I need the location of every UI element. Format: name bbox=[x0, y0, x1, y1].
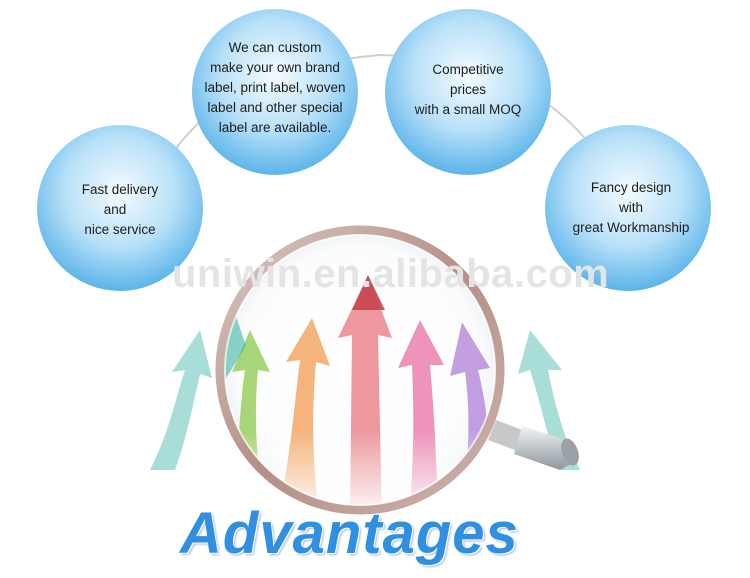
magnifier-handle bbox=[488, 420, 579, 470]
arrow-tip bbox=[352, 275, 385, 310]
bubble-line: and bbox=[103, 202, 127, 217]
watermark: uniwin.en.alibaba.com bbox=[172, 252, 610, 296]
bubble-line: We can custom bbox=[228, 40, 322, 55]
bubble-line: Competitive bbox=[432, 62, 504, 77]
bubble-line: Fancy design bbox=[590, 180, 672, 195]
bubble-line: prices bbox=[449, 82, 486, 97]
bubble-line: label, print label, woven bbox=[204, 80, 346, 95]
bubble-design-text: Fancy design with great Workmanship bbox=[563, 178, 699, 238]
bubble-line: make your own brand bbox=[210, 60, 340, 75]
page-title: Advantages bbox=[180, 501, 519, 566]
bubble-line: Fast delivery bbox=[81, 182, 159, 197]
outer-arrows bbox=[150, 330, 580, 470]
bubble-delivery bbox=[37, 125, 203, 291]
bubble-line: great Workmanship bbox=[572, 220, 690, 235]
bubble-line: label are available. bbox=[218, 120, 332, 135]
bubble-prices-text: Competitive prices with a small MOQ bbox=[402, 60, 534, 120]
connector-arc bbox=[149, 53, 621, 196]
bubble-line: with bbox=[618, 200, 643, 215]
magnifying-glass-icon bbox=[215, 225, 505, 515]
bubble-custom-label-text: We can custom make your own brand label,… bbox=[193, 38, 357, 138]
bubble-line: with a small MOQ bbox=[414, 102, 522, 117]
bubble-delivery-text: Fast delivery and nice service bbox=[58, 180, 182, 240]
bubble-custom-label bbox=[192, 9, 358, 175]
bubble-line: label and other special bbox=[207, 100, 343, 115]
bubble-line: nice service bbox=[84, 222, 156, 237]
bubble-prices bbox=[385, 9, 551, 175]
bubble-design bbox=[545, 125, 711, 291]
